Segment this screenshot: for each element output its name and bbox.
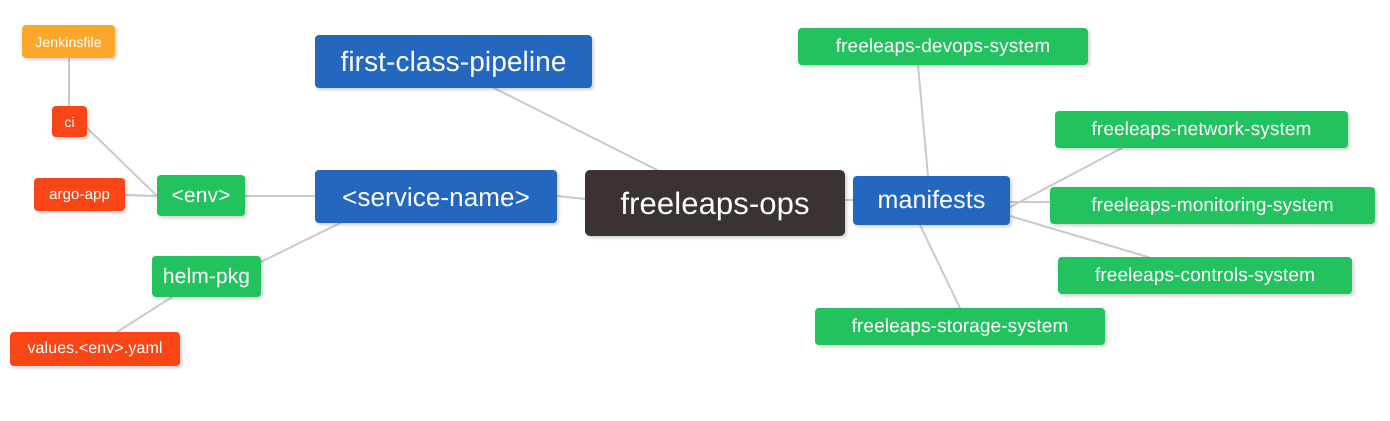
mindmap-node-argo-app[interactable]: argo-app <box>34 178 125 211</box>
node-label-argo-app: argo-app <box>49 186 110 203</box>
edge-service-name-to-freeleaps-ops <box>556 195 586 200</box>
node-label-jenkinsfile: Jenkinsfile <box>35 33 102 50</box>
node-label-freeleaps-monitoring-system: freeleaps-monitoring-system <box>1091 195 1334 216</box>
node-label-freeleaps-ops: freeleaps-ops <box>620 185 810 221</box>
mindmap-node-jenkinsfile[interactable]: Jenkinsfile <box>22 25 115 58</box>
edge-manifests-to-freeleaps-storage-system <box>919 224 961 309</box>
mindmap-node-values-yaml[interactable]: values.<env>.yaml <box>10 332 180 366</box>
node-label-env: <env> <box>171 184 231 207</box>
edge-manifests-to-freeleaps-devops-system <box>917 64 929 177</box>
mindmap-node-freeleaps-storage-system[interactable]: freeleaps-storage-system <box>815 308 1105 345</box>
mindmap-node-helm-pkg[interactable]: helm-pkg <box>152 256 261 297</box>
node-label-freeleaps-storage-system: freeleaps-storage-system <box>851 316 1069 337</box>
node-label-freeleaps-devops-system: freeleaps-devops-system <box>835 36 1051 57</box>
node-label-freeleaps-network-system: freeleaps-network-system <box>1091 119 1312 140</box>
mindmap-node-first-class-pipeline[interactable]: first-class-pipeline <box>315 35 592 88</box>
mindmap-node-env[interactable]: <env> <box>157 175 245 216</box>
mindmap-node-service-name[interactable]: <service-name> <box>315 170 557 223</box>
node-label-freeleaps-controls-system: freeleaps-controls-system <box>1094 265 1316 286</box>
node-label-service-name: <service-name> <box>342 181 530 212</box>
mindmap-node-freeleaps-network-system[interactable]: freeleaps-network-system <box>1055 111 1348 148</box>
edge-first-class-pipeline-to-freeleaps-ops <box>493 87 658 171</box>
node-label-first-class-pipeline: first-class-pipeline <box>340 45 567 77</box>
mindmap-node-freeleaps-devops-system[interactable]: freeleaps-devops-system <box>798 28 1088 65</box>
node-label-values-yaml: values.<env>.yaml <box>27 340 163 357</box>
mindmap-node-ci[interactable]: ci <box>52 106 87 137</box>
node-label-manifests: manifests <box>877 186 986 214</box>
edge-argo-app-to-env <box>124 194 158 197</box>
mindmap-node-freeleaps-controls-system[interactable]: freeleaps-controls-system <box>1058 257 1352 294</box>
node-label-helm-pkg: helm-pkg <box>162 265 251 288</box>
edge-values-yaml-to-helm-pkg <box>116 296 173 333</box>
edge-helm-pkg-to-service-name <box>260 222 341 263</box>
node-label-ci: ci <box>64 113 75 130</box>
mindmap-node-freeleaps-ops[interactable]: freeleaps-ops <box>585 170 845 236</box>
mindmap-node-freeleaps-monitoring-system[interactable]: freeleaps-monitoring-system <box>1050 187 1375 224</box>
mindmap-node-manifests[interactable]: manifests <box>853 176 1010 225</box>
